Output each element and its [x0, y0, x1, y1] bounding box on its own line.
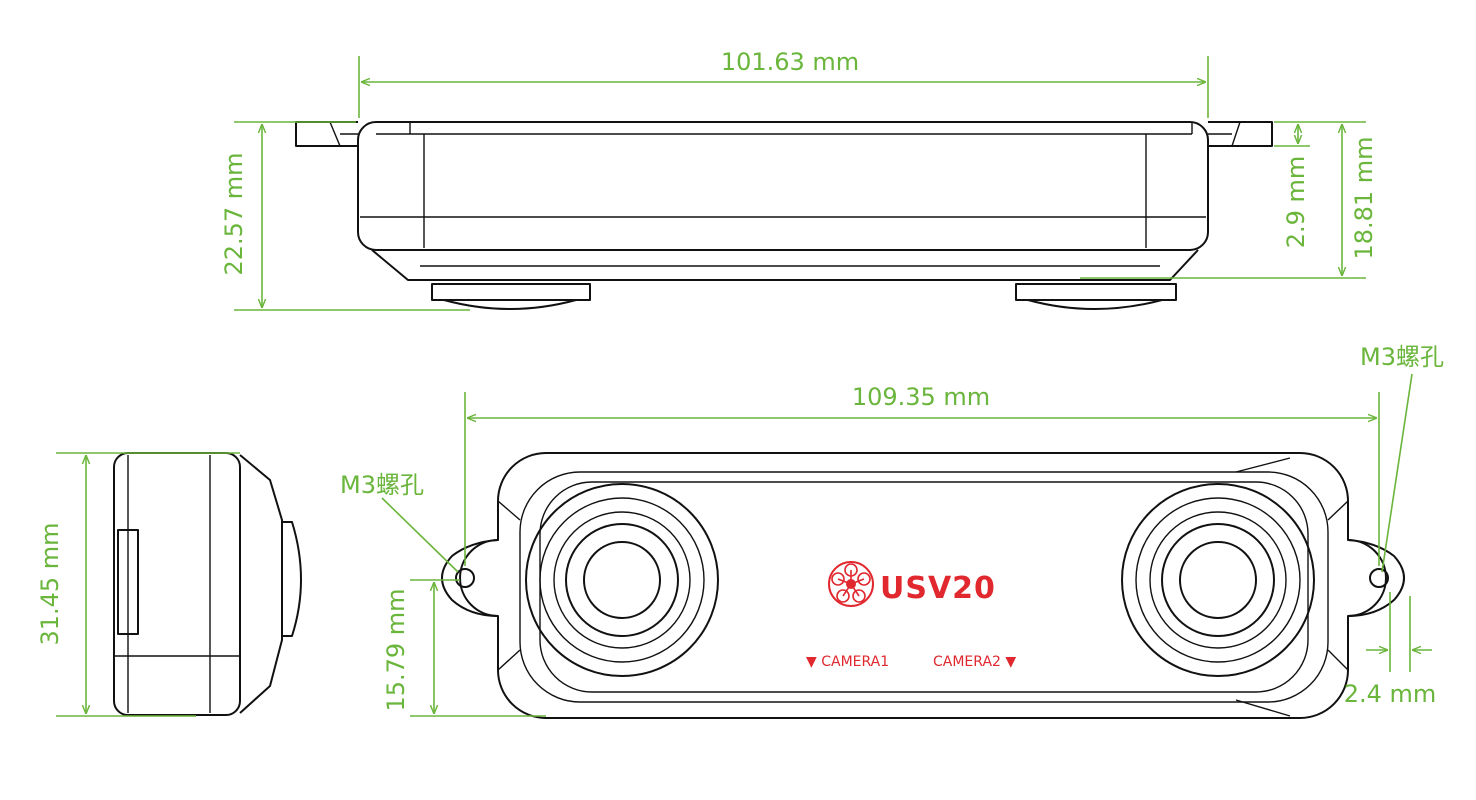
dim-body-height: 18.81 mm [1350, 136, 1378, 259]
top-view-lens-right [1015, 283, 1177, 310]
left-hole-label: M3螺孔 [340, 471, 424, 499]
top-view [295, 121, 1273, 310]
side-view [113, 452, 302, 716]
dim-side-height: 31.45 mm [36, 522, 64, 645]
front-view: USV20 ▼ CAMERA1 CAMERA2 ▼ [441, 452, 1405, 719]
dim-hole-height: 15.79 mm [382, 588, 410, 711]
dim-hole-offset: 2.4 mm [1344, 680, 1437, 708]
brand-logo-text: USV20 [880, 571, 996, 606]
brand-logo-mark [828, 561, 874, 607]
side-view-port [117, 529, 139, 635]
side-view-bevel [239, 454, 283, 714]
top-view-lens-left [431, 283, 591, 310]
dimension-lines: 101.63 mm 22.57 mm 2.9 mm 18.81 mm 109.3… [36, 48, 1437, 717]
front-view-face [519, 471, 1329, 703]
top-view-body [357, 121, 1209, 251]
camera2-lens [1121, 483, 1315, 677]
hole-callouts: M3螺孔 M3螺孔 [340, 343, 1444, 573]
front-view-right-hole [1369, 568, 1389, 588]
camera1-lens [525, 483, 719, 677]
front-view-right-ear [1347, 539, 1405, 617]
dim-top-height: 22.57 mm [220, 152, 248, 275]
side-view-lens [282, 521, 302, 637]
side-view-body [113, 452, 241, 716]
dim-front-width: 109.35 mm [852, 383, 990, 411]
right-hole-label: M3螺孔 [1360, 343, 1444, 371]
front-view-left-hole [455, 568, 475, 588]
camera1-label: ▼ CAMERA1 [806, 654, 889, 670]
camera2-label: CAMERA2 ▼ [933, 654, 1016, 670]
left-hole-leader [381, 497, 459, 573]
front-view-left-ear [441, 539, 499, 617]
top-view-lower-bevel [371, 249, 1199, 281]
dim-flange-thickness: 2.9 mm [1282, 156, 1310, 249]
dim-top-width: 101.63 mm [721, 48, 859, 76]
right-hole-leader [1381, 373, 1413, 573]
